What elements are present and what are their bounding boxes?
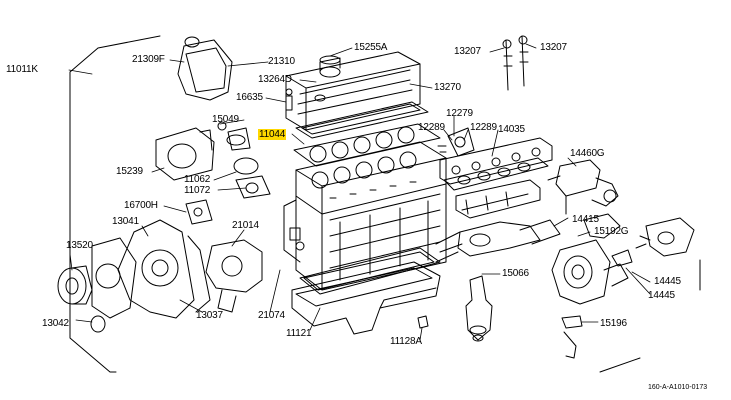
alternator (205, 239, 263, 313)
part-label-14445-lower: 14445 (648, 290, 675, 301)
part-label-11062: 11062 (184, 174, 211, 185)
part-label-13207-right: 13207 (540, 42, 567, 53)
water-outlet (177, 36, 233, 101)
bracket-parts (437, 127, 633, 359)
part-label-15239: 15239 (116, 166, 143, 177)
part-label-11128A: 11128A (390, 336, 422, 347)
exhaust-manifold (547, 159, 619, 215)
part-label-13264D: 13264D (258, 74, 292, 85)
part-label-16700H: 16700H (124, 200, 158, 211)
part-label-12279: 12279 (446, 108, 473, 119)
part-label-15192G: 15192G (594, 226, 629, 237)
crank-pulley (57, 265, 93, 305)
drain-plug (417, 315, 429, 329)
part-label-21310: 21310 (268, 56, 295, 67)
part-label-13270: 13270 (434, 82, 461, 93)
part-label-11072: 11072 (184, 185, 211, 196)
part-label-14460G: 14460G (570, 148, 605, 159)
part-label-15049: 15049 (212, 114, 239, 125)
distributor (465, 275, 493, 342)
part-label-14035: 14035 (498, 124, 525, 135)
part-label-11011K: 11011K (6, 64, 38, 75)
part-label-13041: 13041 (112, 216, 139, 227)
part-label-14415: 14415 (572, 214, 599, 225)
exhaust-manifold-gasket (443, 157, 549, 191)
figure-code: 160-A-A1010-0173 (648, 384, 708, 391)
thermostat-housing (635, 217, 695, 257)
thermostat-left (155, 127, 215, 181)
part-label-13207-left: 13207 (454, 46, 481, 57)
intake-runners (435, 219, 561, 263)
intake-manifold (439, 137, 553, 219)
engine-block (283, 183, 447, 291)
part-label-16635: 16635 (236, 92, 263, 103)
oil-pan (291, 247, 441, 335)
part-label-15196: 15196 (600, 318, 627, 329)
part-label-15255A: 15255A (354, 42, 388, 53)
water-pump (551, 213, 629, 305)
leader-lines (68, 43, 651, 341)
cylinder-head (295, 141, 447, 215)
part-label-13520: 13520 (66, 240, 93, 251)
timing-cover (91, 219, 211, 319)
crank-seal (90, 315, 106, 333)
part-label-12289-right: 12289 (470, 122, 497, 133)
part-label-12289-left: 12289 (418, 122, 445, 133)
head-gasket (293, 123, 441, 167)
part-label-13042: 13042 (42, 318, 69, 329)
diagram-frame (69, 35, 701, 373)
part-label-11121: 11121 (286, 328, 312, 339)
part-label-21309F: 21309F (132, 54, 165, 65)
rocker-shaft (502, 35, 529, 91)
oil-pressure-switch (285, 88, 326, 111)
part-label-21074: 21074 (258, 310, 285, 321)
part-label-13037: 13037 (196, 310, 223, 321)
part-label-11044[interactable]: 11044 (258, 129, 287, 140)
rocker-cover-gasket (295, 101, 429, 139)
part-label-21014: 21014 (232, 220, 259, 231)
part-label-14445-upper: 14445 (654, 276, 681, 287)
part-label-15066: 15066 (502, 268, 529, 279)
